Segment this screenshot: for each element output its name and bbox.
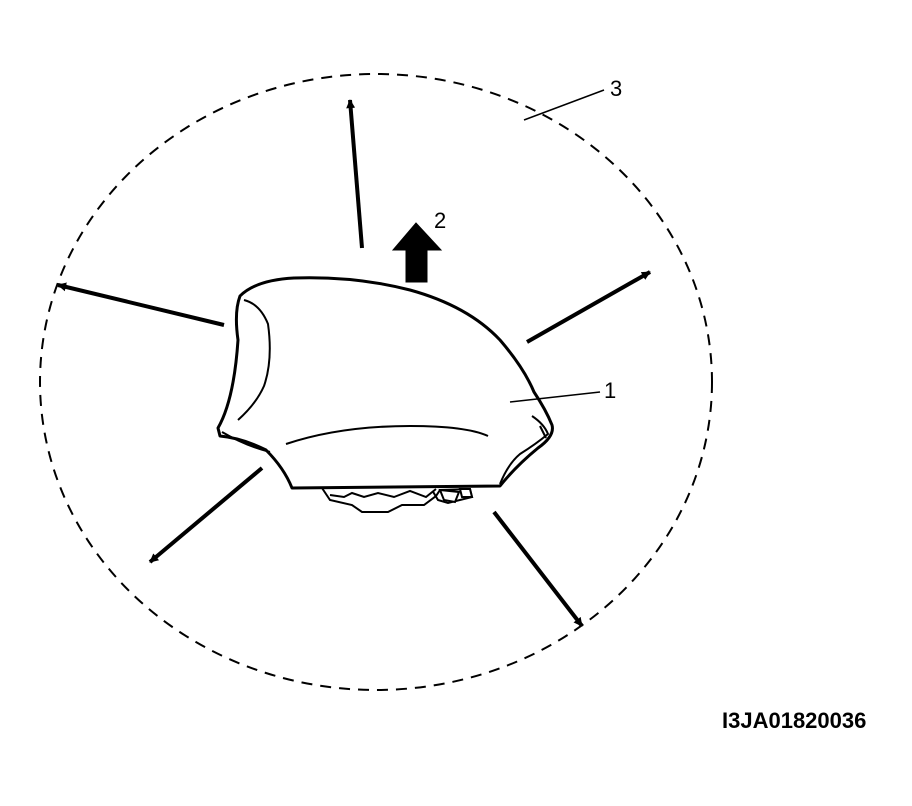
leader-line-3 [523, 89, 605, 121]
arrow-right [526, 270, 651, 344]
callout-label-1: 1 [604, 378, 616, 403]
deploy-direction-arrow [391, 222, 443, 283]
deployment-zone-circle [39, 73, 713, 691]
radial-arrows [57, 99, 651, 628]
callout-label-2: 2 [434, 208, 446, 233]
arrow-lower-right [492, 510, 584, 628]
leader-lines [509, 89, 605, 403]
callout-label-3: 3 [610, 76, 622, 101]
arrow-lower-left [148, 466, 264, 564]
leader-line-1 [509, 391, 601, 403]
arrow-left [57, 282, 225, 327]
airbag-base-mechanism [321, 487, 474, 513]
figure-id-label: I3JA01820036 [722, 708, 867, 733]
airbag-module-cover [216, 276, 554, 490]
arrow-up [346, 99, 364, 249]
